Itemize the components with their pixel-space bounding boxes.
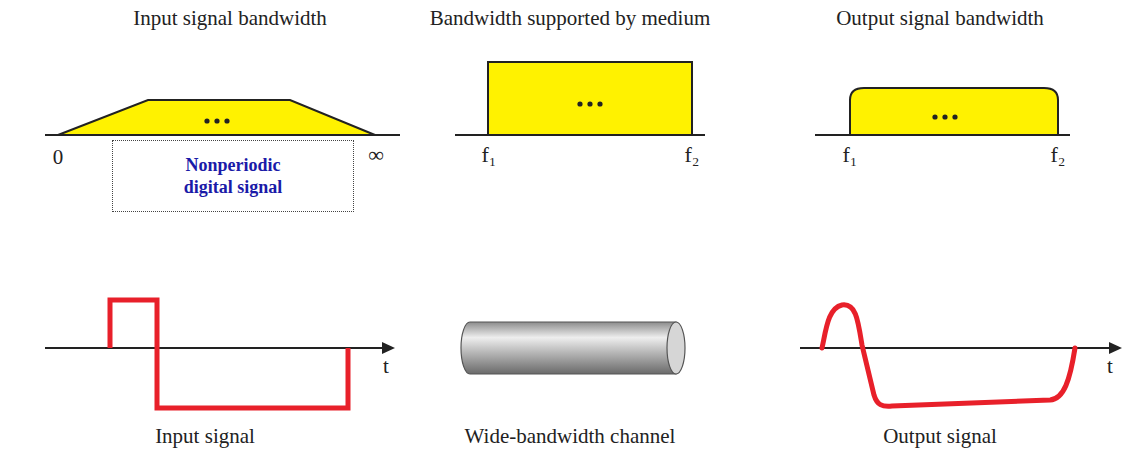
axis-arrowhead — [382, 342, 395, 354]
axis-value: 0 — [53, 145, 64, 169]
caption-label: Output signal — [883, 424, 997, 448]
label-holder: f₁ — [482, 142, 497, 167]
axis-value: ∞ — [368, 142, 384, 167]
panel-title: Output signal bandwidth — [836, 6, 1044, 30]
frequency-axis — [815, 134, 1070, 136]
medium-spectrum — [488, 62, 692, 135]
input-waveform — [110, 300, 348, 408]
axis-name: t — [383, 354, 389, 378]
frequency-axis — [455, 134, 705, 136]
channel-cylinder — [461, 322, 685, 374]
time-axis — [800, 347, 1112, 349]
frequency-axis — [45, 134, 400, 136]
label-holder: Bandwidth supported by medium — [430, 6, 711, 30]
output-waveform — [822, 305, 1075, 406]
ellipsis-dots — [577, 101, 602, 106]
label-holder: t — [383, 354, 389, 378]
note-text: Nonperiodic digital signal — [168, 154, 298, 199]
label-holder: Output signal bandwidth — [836, 6, 1044, 30]
label-holder: Wide-bandwidth channel — [465, 424, 676, 448]
label-holder: Input signal — [155, 424, 255, 448]
frequency-label: f₂ — [685, 142, 700, 167]
caption-label: Wide-bandwidth channel — [465, 424, 676, 448]
input-spectrum — [58, 100, 375, 135]
axis-arrowhead — [1109, 342, 1122, 354]
label-holder: ∞ — [368, 142, 384, 167]
output-spectrum — [850, 88, 1058, 135]
label-holder: 0 — [53, 145, 64, 169]
caption-label: Input signal — [155, 424, 255, 448]
label-holder: Output signal — [883, 424, 997, 448]
note-box: Nonperiodic digital signal — [112, 140, 354, 212]
axis-name: t — [1107, 354, 1113, 378]
time-axis — [45, 347, 385, 349]
frequency-label: f₁ — [843, 142, 858, 167]
label-holder: Input signal bandwidth — [133, 6, 327, 30]
frequency-label: f₂ — [1051, 142, 1066, 167]
ellipsis-dots — [204, 118, 229, 123]
label-holder: f₂ — [685, 142, 700, 167]
label-holder: t — [1107, 354, 1113, 378]
ellipsis-dots — [932, 114, 957, 119]
frequency-label: f₁ — [482, 142, 497, 167]
panel-title: Input signal bandwidth — [133, 6, 327, 30]
label-holder: f₂ — [1051, 142, 1066, 167]
panel-title: Bandwidth supported by medium — [430, 6, 711, 30]
label-holder: f₁ — [843, 142, 858, 167]
